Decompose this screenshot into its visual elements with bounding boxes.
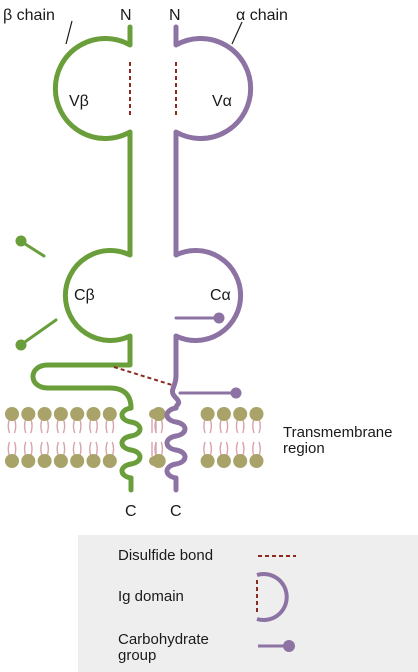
legend-background: [246, 535, 418, 672]
lipid-tail: [89, 418, 98, 434]
lipid-tail: [72, 441, 82, 457]
lipid-head: [86, 407, 101, 421]
lipid-tail: [235, 441, 245, 457]
lipid-tail: [235, 418, 245, 434]
lipid-head: [21, 407, 36, 421]
lipid-tail: [203, 418, 213, 434]
lipid-tail: [219, 441, 229, 457]
legend-ig-domain-icon: [256, 572, 289, 622]
alpha-n-terminus-label: N: [169, 7, 181, 24]
lipid-head: [53, 454, 68, 468]
legend-disulfide-label: Disulfide bond: [118, 547, 213, 564]
lipid-tail: [105, 441, 115, 457]
lipid-tail: [219, 418, 229, 434]
lipid-head: [102, 454, 117, 468]
lipid-head: [233, 407, 248, 421]
alpha-transmembrane-helix: [164, 405, 188, 493]
lipid-tail: [203, 441, 213, 457]
lipid-bilayer: [5, 407, 264, 468]
lipid-head: [70, 454, 85, 468]
lipid-tail: [56, 418, 66, 434]
lipid-head: [149, 456, 159, 466]
alpha-carbohydrate-icon-2: [230, 387, 242, 399]
c-beta-label: Cβ: [74, 287, 95, 304]
lipid-head: [5, 407, 19, 421]
beta-transmembrane-helix: [119, 405, 143, 493]
lipid-tail: [7, 418, 17, 434]
beta-carbohydrate-stalk-1: [20, 240, 46, 258]
lipid-head: [216, 407, 231, 421]
lipid-tail: [252, 441, 261, 457]
v-beta-domain: [30, 24, 134, 411]
lipid-head: [70, 407, 85, 421]
lipid-tail: [23, 441, 33, 457]
lipid-head: [200, 407, 215, 421]
lipid-head: [249, 407, 264, 421]
lipid-tail: [23, 418, 33, 434]
transmembrane-label-line1: Transmembrane: [283, 424, 392, 441]
lipid-head: [37, 407, 52, 421]
transmembrane-label-line2: region: [283, 440, 325, 457]
lipid-tail: [105, 418, 115, 434]
alpha-chain-label: α chain: [236, 7, 288, 24]
lipid-head: [216, 454, 231, 468]
c-alpha-label: Cα: [210, 287, 231, 304]
interchain-disulfide-bond: [113, 366, 173, 386]
lipid-head: [233, 454, 248, 468]
beta-carbohydrate-icon-2: [15, 339, 27, 351]
lipid-head: [37, 454, 52, 468]
alpha-chain: [164, 24, 254, 493]
lipid-tail: [252, 418, 261, 434]
lipid-head: [21, 454, 36, 468]
beta-n-terminus-label: N: [120, 7, 132, 24]
lipid-head: [86, 454, 101, 468]
beta-carbohydrate-stalk-2: [20, 318, 58, 346]
lipid-tail: [72, 418, 82, 434]
alpha-c-terminus-label: C: [170, 503, 182, 520]
lipid-tail: [7, 441, 17, 457]
alpha-chain-leader: [231, 21, 243, 45]
lipid-head: [5, 454, 19, 468]
lipid-tail: [40, 418, 50, 434]
legend-ig-domain-label: Ig domain: [118, 588, 184, 605]
lipid-head: [200, 454, 215, 468]
legend: Disulfide bond Ig domain Carbohydrate gr…: [78, 535, 418, 672]
v-beta-label: Vβ: [69, 93, 89, 110]
legend-carbohydrate-icon: [283, 640, 295, 652]
beta-chain-label: β chain: [3, 7, 55, 24]
beta-chain: [20, 24, 143, 493]
lipid-head: [249, 454, 264, 468]
lipid-tail: [56, 441, 66, 457]
v-alpha-domain: [169, 24, 254, 411]
lipid-tail: [40, 441, 50, 457]
legend-carbohydrate-label-line2: group: [118, 647, 156, 664]
beta-chain-leader: [65, 20, 73, 45]
lipid-head: [102, 407, 117, 421]
legend-carbohydrate-label-line1: Carbohydrate: [118, 631, 209, 648]
beta-c-terminus-label: C: [125, 503, 137, 520]
beta-carbohydrate-icon-1: [15, 235, 27, 247]
lipid-head: [149, 409, 159, 419]
v-alpha-label: Vα: [212, 93, 232, 110]
lipid-tail: [89, 441, 98, 457]
lipid-head: [53, 407, 68, 421]
lipid-tail: [151, 442, 157, 456]
lipid-heads: [5, 407, 264, 468]
legend-background-left: [78, 535, 246, 672]
alpha-carbohydrate-icon-1: [213, 312, 225, 324]
lipid-tail: [151, 419, 157, 433]
